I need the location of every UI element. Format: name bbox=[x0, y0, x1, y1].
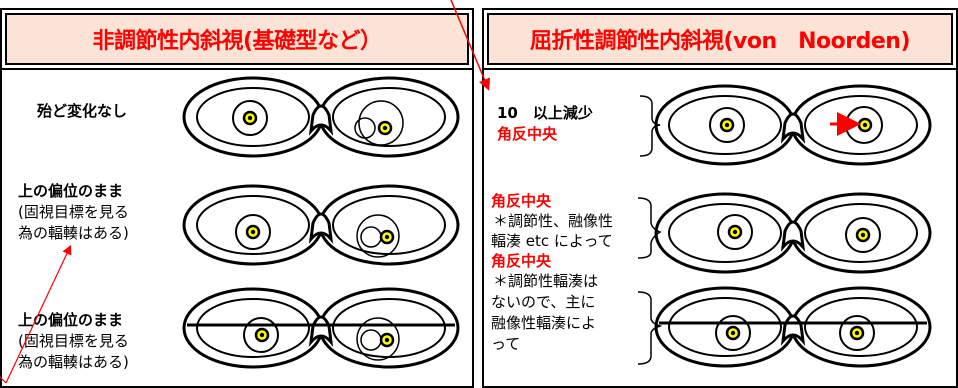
left-row1-label: 殆ど変化なし bbox=[37, 102, 128, 120]
left-row3-note2: 為の輻輳はある) bbox=[18, 353, 129, 371]
left-row2-label: 上の偏位のまま bbox=[18, 182, 124, 200]
right-row3-result: 角反中央 bbox=[491, 252, 552, 270]
right-row2-brace bbox=[637, 197, 662, 259]
right-row3-note2: ないので、主に bbox=[491, 293, 596, 311]
right-row3-eyes bbox=[654, 286, 932, 368]
right-row1-eyes bbox=[654, 84, 932, 166]
right-row1-label: 10 以上減少 bbox=[497, 104, 593, 122]
right-row1-result: 角反中央 bbox=[497, 125, 558, 143]
left-pointer-line bbox=[5, 244, 72, 383]
top-pointer-line bbox=[450, 0, 491, 91]
left-row3-label: 上の偏位のまま bbox=[18, 311, 124, 329]
right-row3-note3: 融像性輻湊によ bbox=[491, 314, 597, 332]
right-row2-result: 角反中央 bbox=[491, 192, 552, 210]
right-row2-eyes bbox=[654, 192, 932, 274]
right-row3-brace bbox=[637, 291, 663, 365]
left-row2-note2: 為の輻輳はある) bbox=[18, 224, 129, 242]
right-row3-note1: ＊調節性輻湊は bbox=[493, 272, 599, 290]
right-row2-note1: ＊調節性、融像性 bbox=[493, 212, 614, 230]
left-row3-eyes bbox=[182, 287, 460, 369]
left-row2-note1: (固視目標を見る bbox=[18, 203, 129, 221]
right-header: 屈折性調節性内斜視(von Noorden) bbox=[484, 10, 956, 70]
right-row3-note4: って bbox=[491, 335, 521, 353]
right-row1-brace bbox=[639, 95, 661, 157]
left-row1-eyes bbox=[182, 76, 460, 158]
left-row3-note1: (固視目標を見る bbox=[18, 332, 129, 350]
left-title: 非調節性内斜視(基礎型など） bbox=[5, 13, 469, 65]
right-title: 屈折性調節性内斜視(von Noorden) bbox=[487, 13, 953, 65]
left-header: 非調節性内斜視(基礎型など） bbox=[2, 10, 472, 70]
left-row2-eyes bbox=[182, 184, 460, 266]
right-row2-note2: 輻湊 etc によって bbox=[491, 232, 613, 250]
left-pointer-stub bbox=[0, 376, 7, 383]
